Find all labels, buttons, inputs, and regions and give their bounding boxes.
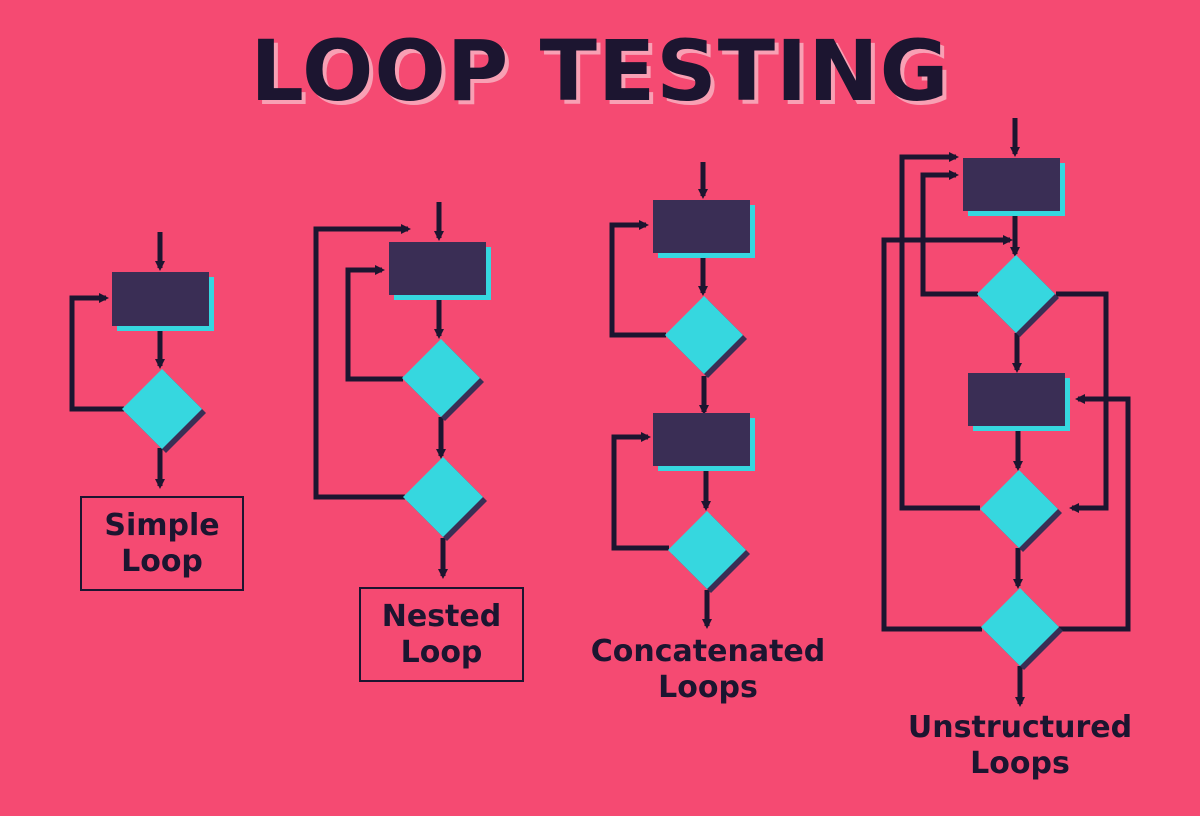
concat-loop2-back-arrow [611,432,669,551]
nested-outer-loopback-arrow [313,224,411,500]
nested-decision-1 [402,339,480,417]
unstr-decision-3 [981,588,1059,666]
concat-decision-2 [668,511,746,589]
unstructured-loops-label: Unstructured Loops [900,710,1140,782]
unstr-decision-1 [977,255,1055,333]
simple-process-box [112,272,209,326]
nested-loop-label: Nested Loop [359,587,524,682]
page-title: LOOP TESTING [250,22,950,120]
simple-loop-label-line1: Simple [104,507,220,543]
unstr-process-box-1 [963,158,1060,211]
simple-loop-label: Simple Loop [80,496,244,591]
simple-loopback-arrow [69,293,124,412]
unstr-d3-right-to-box2-arrow [1058,394,1131,632]
simple-loop-label-line2: Loop [121,543,203,579]
unstr-d3-left-to-d1-arrow [881,235,1013,632]
nested-loop-label-line1: Nested [381,598,502,634]
unstructured-loops-label-line2: Loops [970,746,1070,781]
concatenated-loops-label-line1: Concatenated [590,634,826,669]
concatenated-loops-label: Concatenated Loops [588,634,828,706]
concat-process-box-1 [653,200,750,253]
unstr-d1-left-to-box1-arrow [920,170,978,297]
unstr-process-box-2 [968,373,1065,426]
unstructured-loops-label-line1: Unstructured [907,710,1133,745]
unstr-d2-left-to-box1-arrow [899,152,980,511]
simple-decision [122,369,202,449]
nested-decision-2 [403,457,483,537]
nested-loop-label-line2: Loop [400,634,483,670]
concat-process-box-2 [653,413,750,466]
concatenated-loops-label-line2: Loops [658,670,758,705]
concat-decision-1 [665,296,743,374]
nested-inner-loopback-arrow [345,265,403,382]
unstr-decision-2 [980,470,1058,548]
concat-loop1-back-arrow [609,220,666,338]
nested-process-box [389,242,486,295]
